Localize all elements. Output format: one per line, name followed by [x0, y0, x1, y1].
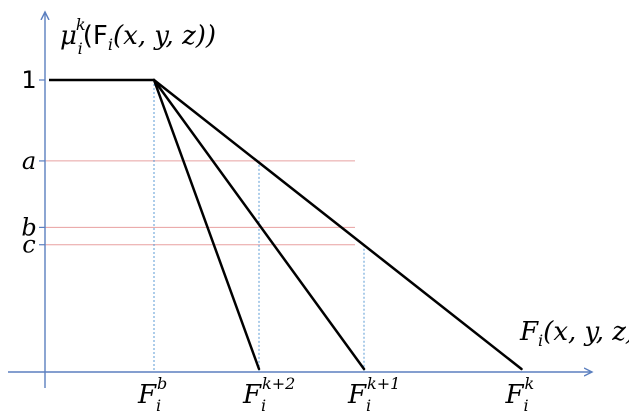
- y-tick-label-b: b: [21, 213, 36, 241]
- membership-line-0: [152, 78, 261, 371]
- y-tick-label-c: c: [22, 231, 35, 259]
- membership-line-2: [152, 78, 523, 371]
- y-tick-labels: 1 a bc: [21, 66, 45, 259]
- y-tick-label-1: 1: [21, 66, 36, 94]
- x-axis-label: Fi(x, y, z): [519, 317, 629, 350]
- membership-line-1: [152, 78, 366, 371]
- guide-lines: [45, 80, 365, 372]
- membership-lines: [49, 78, 523, 371]
- y-tick-label-a: a: [22, 147, 36, 175]
